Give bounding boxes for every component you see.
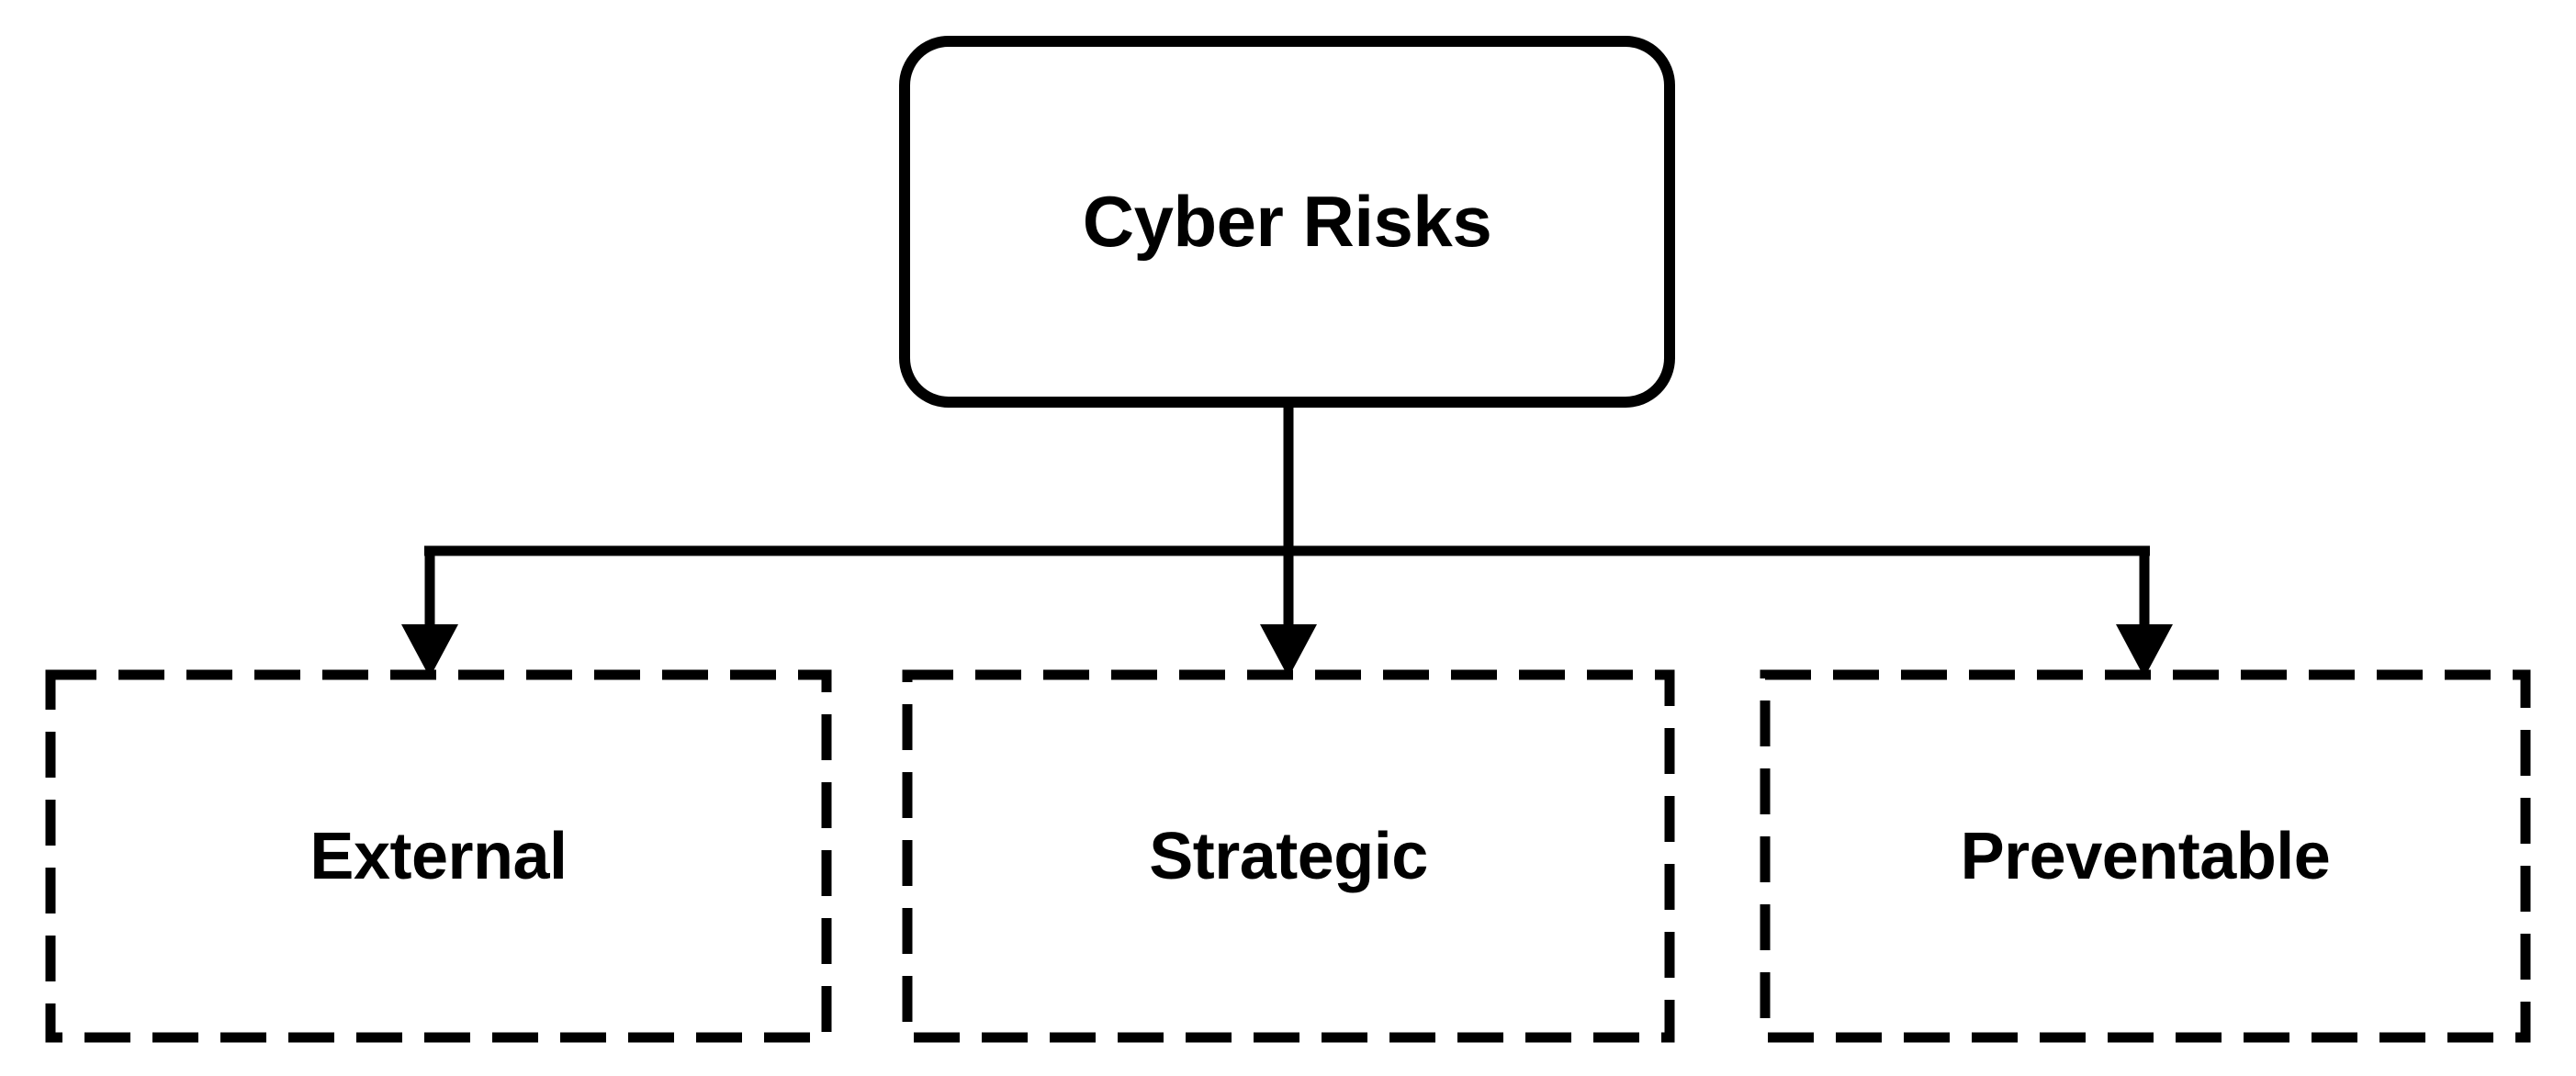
node-child-external-shape[interactable] — [45, 669, 832, 1043]
node-child-preventable-shape[interactable] — [1760, 669, 2531, 1043]
arrowhead-external-icon — [401, 624, 458, 678]
node-root-cyber-risks-shape[interactable] — [899, 36, 1675, 408]
arrowhead-strategic-icon — [1260, 624, 1317, 678]
arrowhead-preventable-icon — [2116, 624, 2173, 678]
node-child-strategic-shape[interactable] — [902, 669, 1675, 1043]
